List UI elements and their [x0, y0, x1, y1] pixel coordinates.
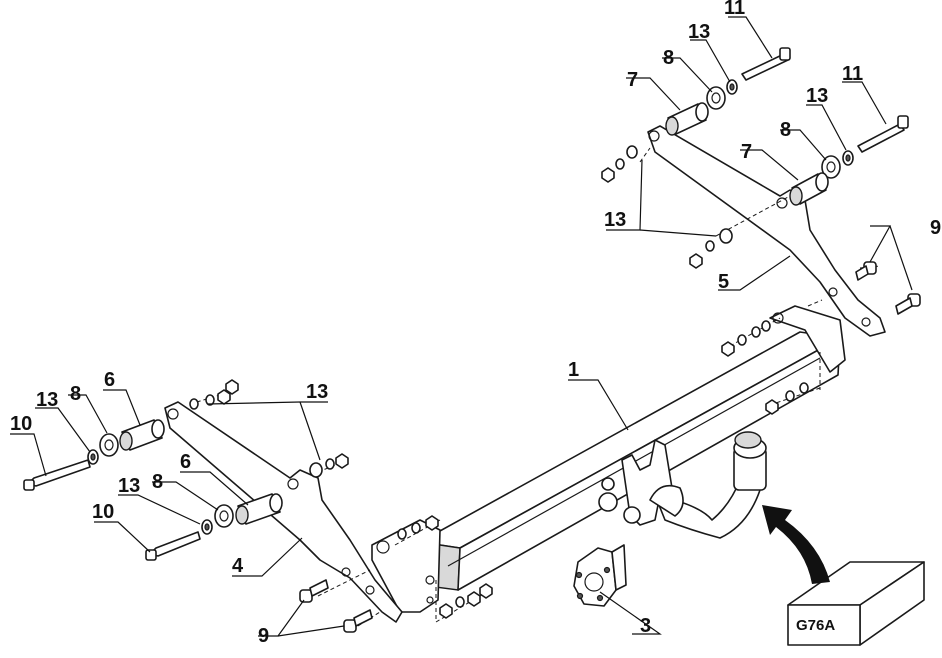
nuts-washers-mid-right [689, 228, 733, 269]
washer-13-upper-right [726, 79, 738, 95]
callout-13-lower-right: 13 [806, 85, 828, 107]
callout-10-lower: 10 [92, 501, 114, 523]
crossbar-end-plate-left [371, 519, 441, 613]
ball-bolts [598, 477, 641, 524]
callout-9-right: 9 [930, 217, 941, 239]
callout-13-upper-left: 13 [36, 389, 58, 411]
nuts-crossbar-left [397, 515, 493, 619]
spacer-7-lower [789, 172, 829, 206]
callout-8-lower-right: 8 [780, 119, 791, 141]
bolt-10-lower [145, 531, 201, 561]
callout-5: 5 [718, 271, 729, 293]
callout-13-lower-left: 13 [118, 475, 140, 497]
callout-1: 1 [568, 359, 579, 381]
spacer-6-lower [235, 493, 283, 525]
callout-13-bracket-right: 13 [604, 209, 626, 231]
callout-3: 3 [640, 615, 651, 637]
callout-7-upper: 7 [627, 69, 638, 91]
kit-box-code: G76A [796, 617, 835, 634]
callout-11-upper: 11 [724, 0, 745, 19]
callout-10-upper: 10 [10, 413, 32, 435]
tow-ball-assembly [621, 431, 767, 539]
callout-labels: 1 3 4 5 6 6 7 7 8 8 8 8 9 9 10 10 11 11 … [10, 0, 941, 647]
side-bracket-left [164, 401, 403, 623]
socket-plate [573, 544, 627, 607]
spacer-6-upper [119, 419, 165, 451]
callout-8-upper-right: 8 [663, 47, 674, 69]
bolt-10-upper [23, 459, 91, 491]
callout-11-lower: 11 [842, 63, 863, 85]
callout-13-upper-right: 13 [688, 21, 710, 43]
washer-8-lower-right [821, 155, 841, 179]
callout-7-lower: 7 [741, 141, 752, 163]
nuts-washers-upper-right [601, 145, 638, 183]
nuts-washers-mid-left [309, 453, 349, 478]
washer-8-upper-right [706, 86, 726, 110]
kit-box: G76A [787, 561, 925, 646]
bolt-11-lower [857, 115, 909, 153]
curved-arrow [762, 505, 830, 584]
bolt-11-upper [741, 47, 791, 81]
washer-8-upper-left [99, 433, 119, 457]
nuts-washers-upper-left [189, 379, 239, 410]
leader-lines [10, 16, 913, 637]
callout-8-upper-left: 8 [70, 383, 81, 405]
side-bracket-right [647, 125, 886, 337]
callout-13-bracket-left: 13 [306, 381, 328, 403]
callout-9-left: 9 [258, 625, 269, 647]
bolts-9-left [299, 579, 373, 633]
bolts-9-right [855, 261, 921, 315]
washer-13-lower-left [201, 519, 213, 535]
main-crossbar [419, 331, 841, 591]
washer-13-lower-right [842, 150, 854, 166]
callout-6-upper: 6 [104, 369, 115, 391]
washer-13-upper-left [87, 449, 99, 465]
callout-6-lower: 6 [180, 451, 191, 473]
washer-8-lower-left [214, 504, 234, 528]
spacer-7-upper [665, 102, 709, 136]
callout-8-lower-left: 8 [152, 471, 163, 493]
nuts-crossbar-right [721, 320, 809, 415]
crossbar-end-plate-right [769, 305, 846, 373]
callout-4: 4 [232, 555, 244, 577]
